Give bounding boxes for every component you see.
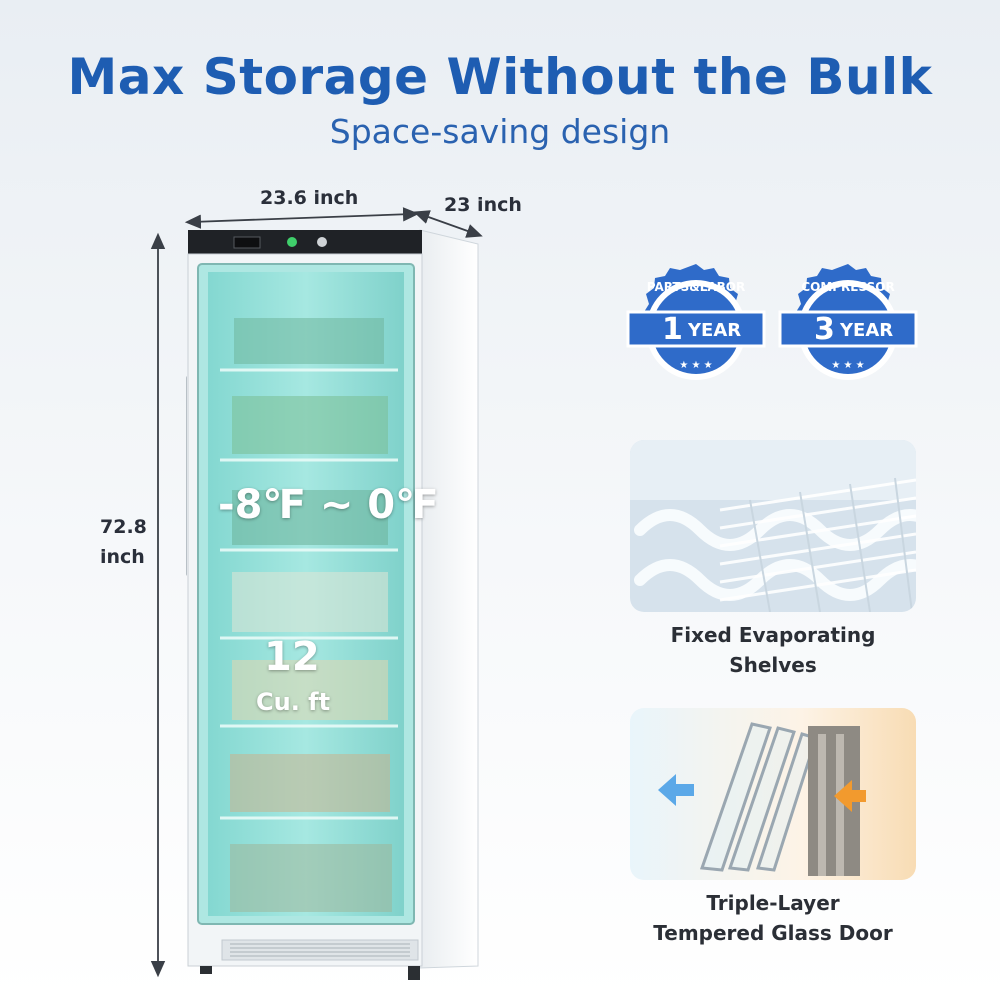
temperature-range: -8℉ ~ 0℉ [218,482,439,528]
seal-year-1: YEAR [688,320,742,341]
warranty-seal-compressor: ★ ★ ★ [778,264,918,380]
height-label: 72.8 inch [100,516,147,568]
seal-number-2: 3 [814,312,835,347]
capacity-value: 12 [264,634,320,680]
capacity-unit: Cu. ft [256,688,331,716]
temperature-display [233,236,261,249]
seal-top-text-2: COMPRESSOR [801,280,895,294]
frost-evaporator-image [630,440,916,612]
freezer-illustration [186,229,479,980]
page-title: Max Storage Without the Bulk [67,48,933,106]
feature-caption-glass-door: Triple-Layer Tempered Glass Door [653,891,893,945]
triple-glass-image [630,708,916,880]
control-panel [188,230,422,254]
seal-top-text-1: PARTS&LABOR [646,280,746,294]
page-subtitle: Space-saving design [329,112,671,151]
depth-arrow [413,210,483,238]
power-switch [287,237,297,247]
svg-text:★ ★ ★: ★ ★ ★ [831,360,864,371]
feature-caption-evaporator: Fixed Evaporating Shelves [670,623,876,677]
door-handle [186,376,187,576]
bottom-vent [221,939,419,961]
seal-year-2: YEAR [840,320,894,341]
warranty-seal-parts-labor: ★ ★ ★ [626,264,766,380]
lock-icon [317,237,327,247]
width-arrow [184,207,420,229]
depth-label: 23 inch [444,194,522,216]
svg-text:★ ★ ★: ★ ★ ★ [679,360,712,371]
seal-number-1: 1 [662,312,683,347]
width-label: 23.6 inch [260,187,359,209]
